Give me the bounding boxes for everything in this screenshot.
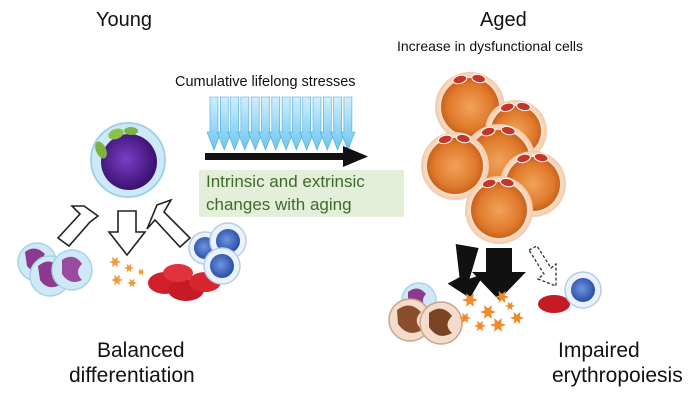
aged-outcome-line2: erythropoiesis [552, 364, 683, 387]
platelet [480, 305, 496, 319]
platelet [510, 311, 524, 325]
stress-arrow [216, 96, 232, 151]
stress-arrow [268, 96, 284, 151]
changes-box [199, 170, 404, 217]
platelet [490, 318, 506, 332]
stress-arrow [309, 96, 325, 151]
aged-outcome-line1: Impaired [558, 339, 640, 362]
stress-arrow [247, 96, 263, 151]
platelet [124, 263, 134, 273]
stress-arrow [340, 96, 356, 151]
aged-cell-cluster [421, 72, 566, 244]
platelet [505, 301, 515, 311]
aged-red-and-blue-cells [538, 271, 602, 313]
platelet [111, 274, 123, 286]
aged-subtitle: Increase in dysfunctional cells [397, 38, 583, 54]
young-platelets [109, 256, 145, 288]
stress-arrow [288, 96, 304, 151]
young-stem-cell [90, 122, 166, 198]
platelet [127, 278, 137, 288]
stress-arrows [206, 96, 356, 151]
aged-differentiation-arrows [447, 243, 557, 300]
stress-arrow [206, 96, 222, 151]
stress-arrow [227, 96, 243, 151]
aged-title: Aged [480, 9, 527, 31]
stress-arrow [237, 96, 253, 151]
young-differentiation-arrows [56, 198, 192, 257]
platelet [474, 320, 486, 332]
aged-brown-cells [388, 282, 463, 345]
platelet [109, 256, 121, 268]
young-outcome-line2: differentiation [69, 364, 195, 387]
young-red-cells [148, 264, 221, 301]
platelet [137, 268, 145, 276]
stress-arrow [278, 96, 294, 151]
changes-box-line2: changes with aging [206, 195, 352, 214]
stress-arrow [330, 96, 346, 151]
changes-box-line1: Intrinsic and extrinsic [206, 172, 365, 191]
aged-cell [421, 132, 489, 200]
stress-arrow [258, 96, 273, 151]
young-title: Young [96, 9, 152, 31]
timeline-arrow [205, 146, 368, 167]
aged-cell [465, 176, 533, 244]
young-outcome-line1: Balanced [97, 339, 185, 362]
platelet [462, 293, 478, 307]
stress-arrow [299, 96, 315, 151]
young-myeloid-cells [17, 242, 93, 297]
stress-label: Cumulative lifelong stresses [175, 74, 356, 90]
platelet [459, 312, 471, 324]
aged-platelets [459, 290, 524, 332]
young-lymphoid-cells [188, 222, 247, 285]
stress-arrow [319, 96, 335, 151]
platelet [495, 290, 509, 304]
